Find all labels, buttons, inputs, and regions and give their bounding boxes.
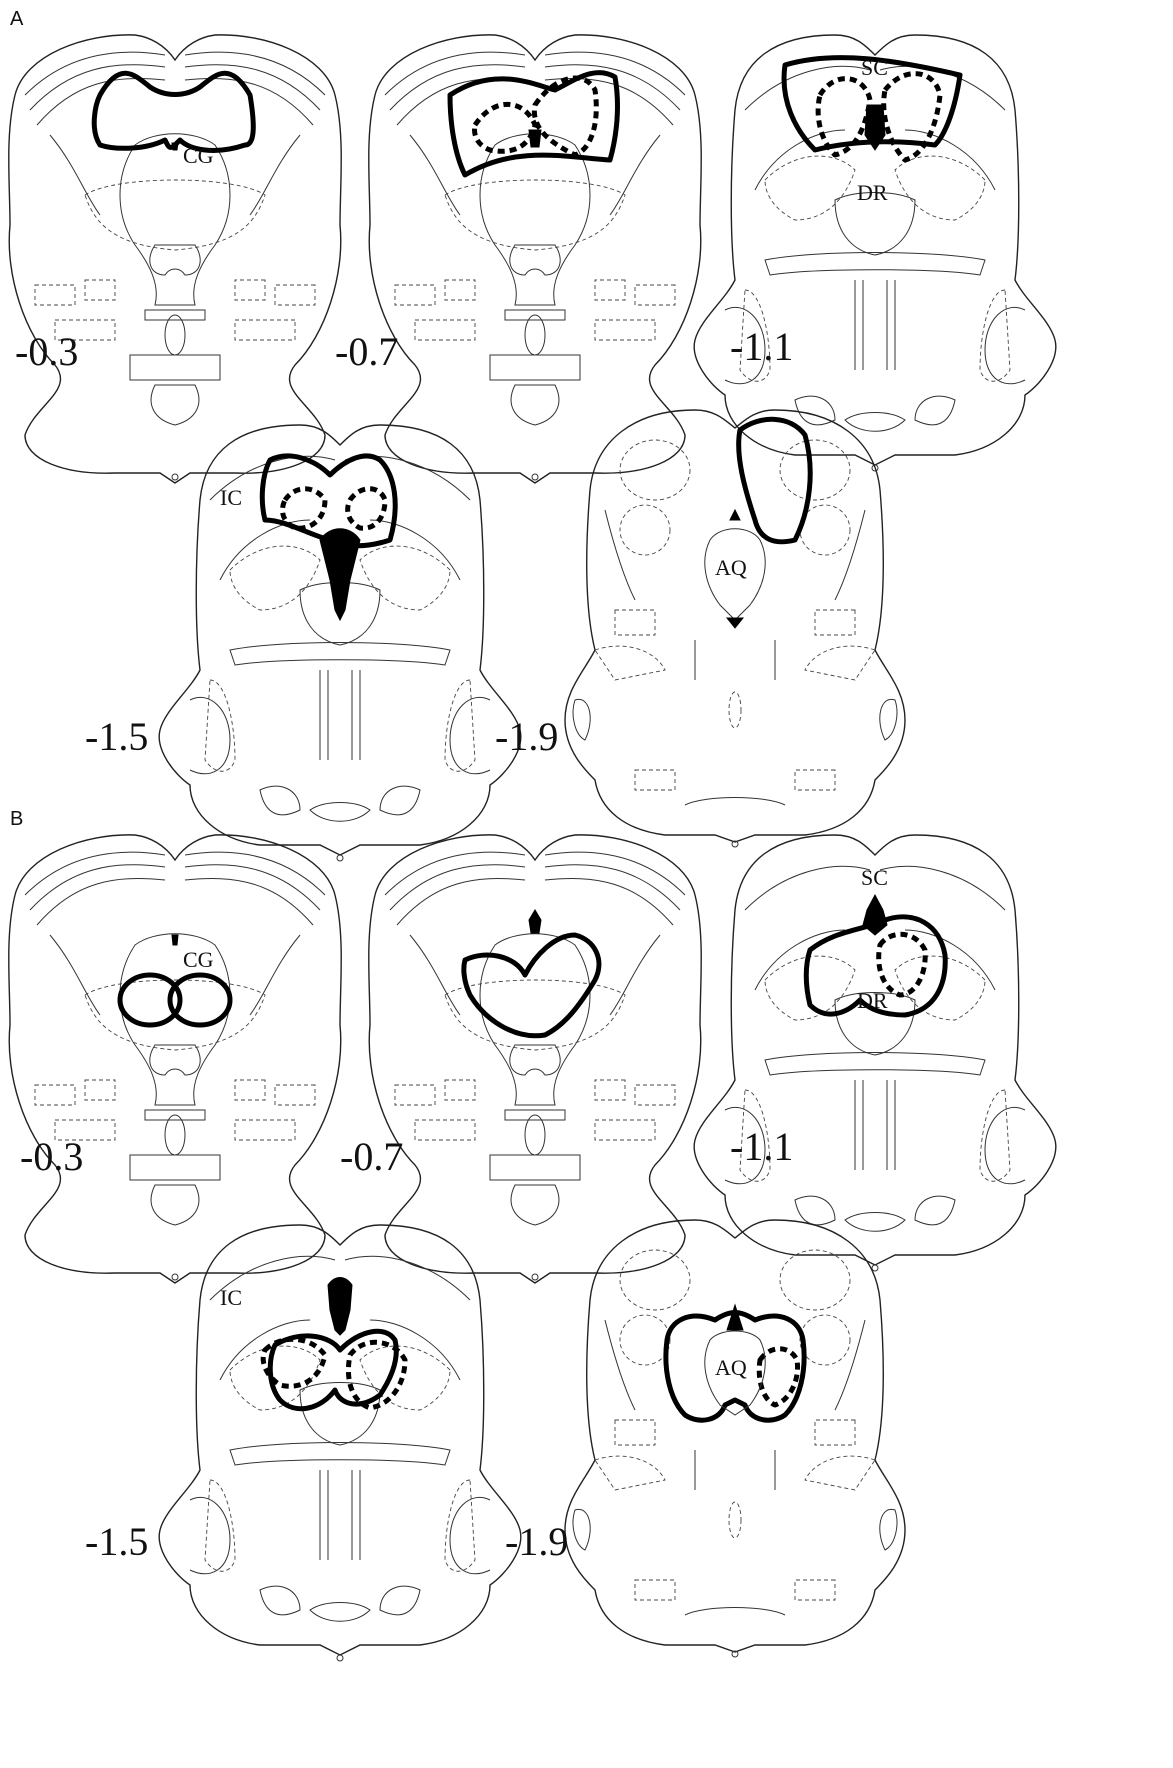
panel-letter-b: B (10, 808, 23, 830)
level-label: -0.7 (335, 329, 398, 374)
section-a-minus-0-3: CG -0.3 (9, 35, 342, 483)
section-b-minus-1-5: IC -1.5 (85, 1225, 521, 1661)
section-a-minus-1-9: AQ -1.9 (495, 410, 905, 847)
level-label: -1.5 (85, 714, 148, 759)
section-b-minus-0-3: CG -0.3 (9, 835, 342, 1283)
panel-letter-a: A (10, 8, 24, 30)
panel-a: A CG -0.3 -0.7 SC DR -1.1 (9, 8, 1056, 861)
section-a-minus-1-1: SC DR -1.1 (694, 35, 1056, 471)
level-label: -1.9 (495, 714, 558, 759)
lesion-outline-dotted (534, 78, 596, 155)
panel-b: B CG -0.3 -0.7 SC DR -1.1 (9, 808, 1056, 1661)
level-label: -0.7 (340, 1134, 403, 1179)
label-dr: DR (857, 180, 888, 205)
label-sc: SC (861, 865, 888, 890)
level-label: -1.1 (730, 324, 793, 369)
lesion-outline-solid (270, 1331, 396, 1408)
label-aq: AQ (715, 555, 747, 580)
label-aq: AQ (715, 1355, 747, 1380)
lesion-outline-dotted (475, 104, 535, 151)
section-b-minus-1-1: SC DR -1.1 (694, 835, 1056, 1271)
lesion-outline-solid (94, 73, 253, 150)
level-label: -1.5 (85, 1519, 148, 1564)
brain-outline (9, 35, 342, 483)
section-b-minus-1-9: AQ -1.9 (505, 1220, 905, 1657)
level-label: -1.1 (730, 1124, 793, 1169)
label-sc: SC (861, 55, 888, 80)
label-cg: CG (183, 947, 214, 972)
label-ic: IC (220, 485, 242, 510)
label-cg: CG (183, 143, 214, 168)
label-dr: DR (857, 988, 888, 1013)
section-b-minus-0-7: -0.7 (340, 835, 701, 1283)
brain-outline (9, 835, 342, 1283)
level-label: -0.3 (15, 329, 78, 374)
brain-outline (694, 35, 1056, 471)
level-label: -0.3 (20, 1134, 83, 1179)
brain-outline (159, 425, 521, 861)
level-label: -1.9 (505, 1519, 568, 1564)
brain-outline (369, 835, 702, 1283)
section-a-minus-1-5: IC -1.5 (85, 425, 521, 861)
lesion-outline-dotted (348, 489, 385, 528)
section-a-minus-0-7: -0.7 (335, 35, 701, 483)
label-ic: IC (220, 1285, 242, 1310)
brain-outline (565, 1220, 905, 1657)
